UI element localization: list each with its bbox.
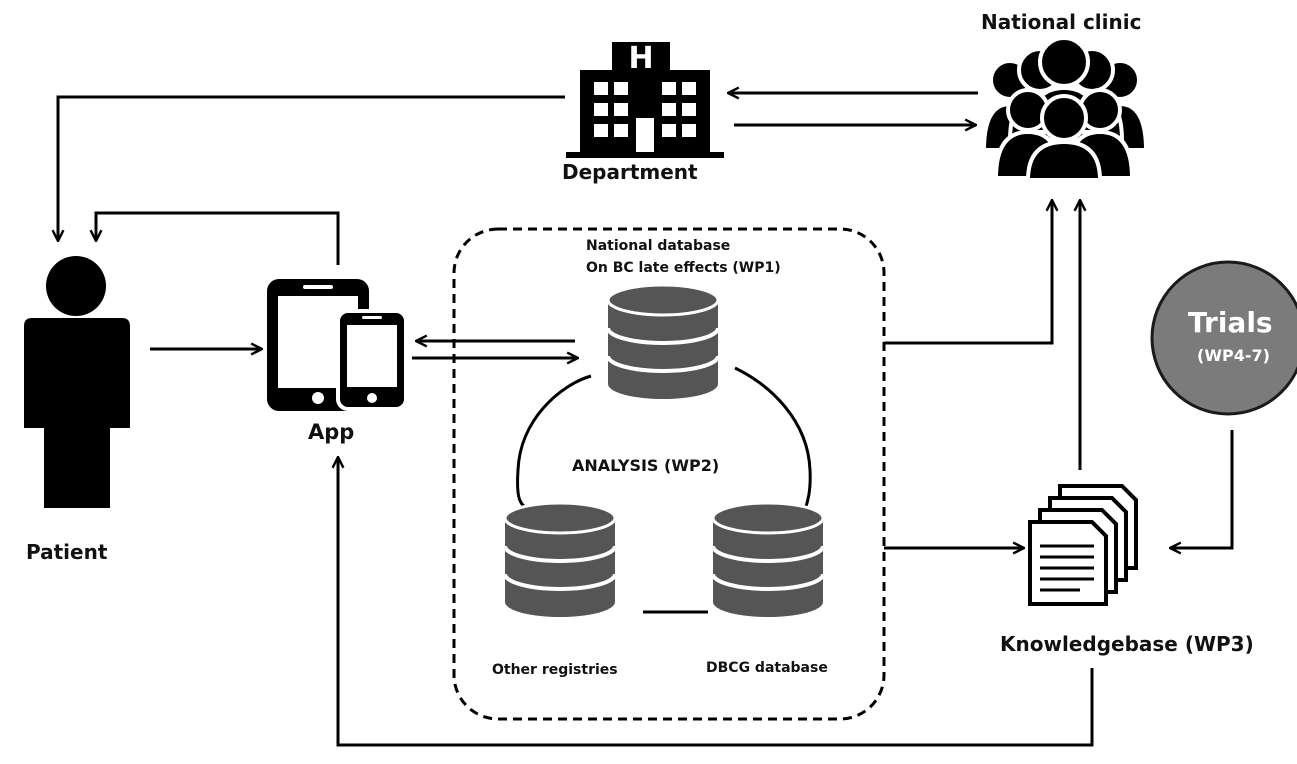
- app-label: App: [308, 420, 355, 444]
- national-database-icon: [606, 283, 720, 401]
- arrow-department-to-patient: [58, 95, 565, 241]
- arrow-knowledgebase-to-app: [338, 457, 1094, 747]
- dbcg-database-label: DBCG database: [706, 660, 828, 676]
- people-group-icon: [981, 36, 1149, 182]
- department-label: Department: [562, 160, 698, 184]
- documents-icon: [1028, 484, 1138, 606]
- dbcg-database-icon: [711, 501, 825, 619]
- trials-subtitle: (WP4-7): [1197, 346, 1270, 365]
- tablet-phone-icon: [267, 279, 408, 411]
- analysis-label: ANALYSIS (WP2): [572, 456, 720, 475]
- national-database-label-line1: National database: [586, 238, 731, 254]
- other-registries-label: Other registries: [492, 662, 618, 678]
- arrow-trials-to-knowledgebase: [1170, 430, 1234, 548]
- other-registries-database-icon: [503, 501, 617, 619]
- trials-title: Trials: [1188, 306, 1273, 339]
- arrow-app-to-patient: [96, 211, 340, 265]
- national-database-label-line2: On BC late effects (WP1): [586, 260, 781, 276]
- analysis-arc-right: [734, 366, 812, 513]
- database-group-box: [452, 227, 886, 721]
- patient-label: Patient: [26, 540, 108, 564]
- knowledgebase-label: Knowledgebase (WP3): [1000, 632, 1254, 656]
- trials-circle: [1150, 260, 1297, 416]
- connectors: [58, 93, 1234, 747]
- national-clinic-label: National clinic: [981, 10, 1142, 34]
- person-icon: [24, 256, 130, 508]
- analysis-arc-left: [516, 374, 592, 512]
- arrow-database-box-to-clinic: [884, 200, 1052, 345]
- hospital-icon: H: [566, 41, 724, 158]
